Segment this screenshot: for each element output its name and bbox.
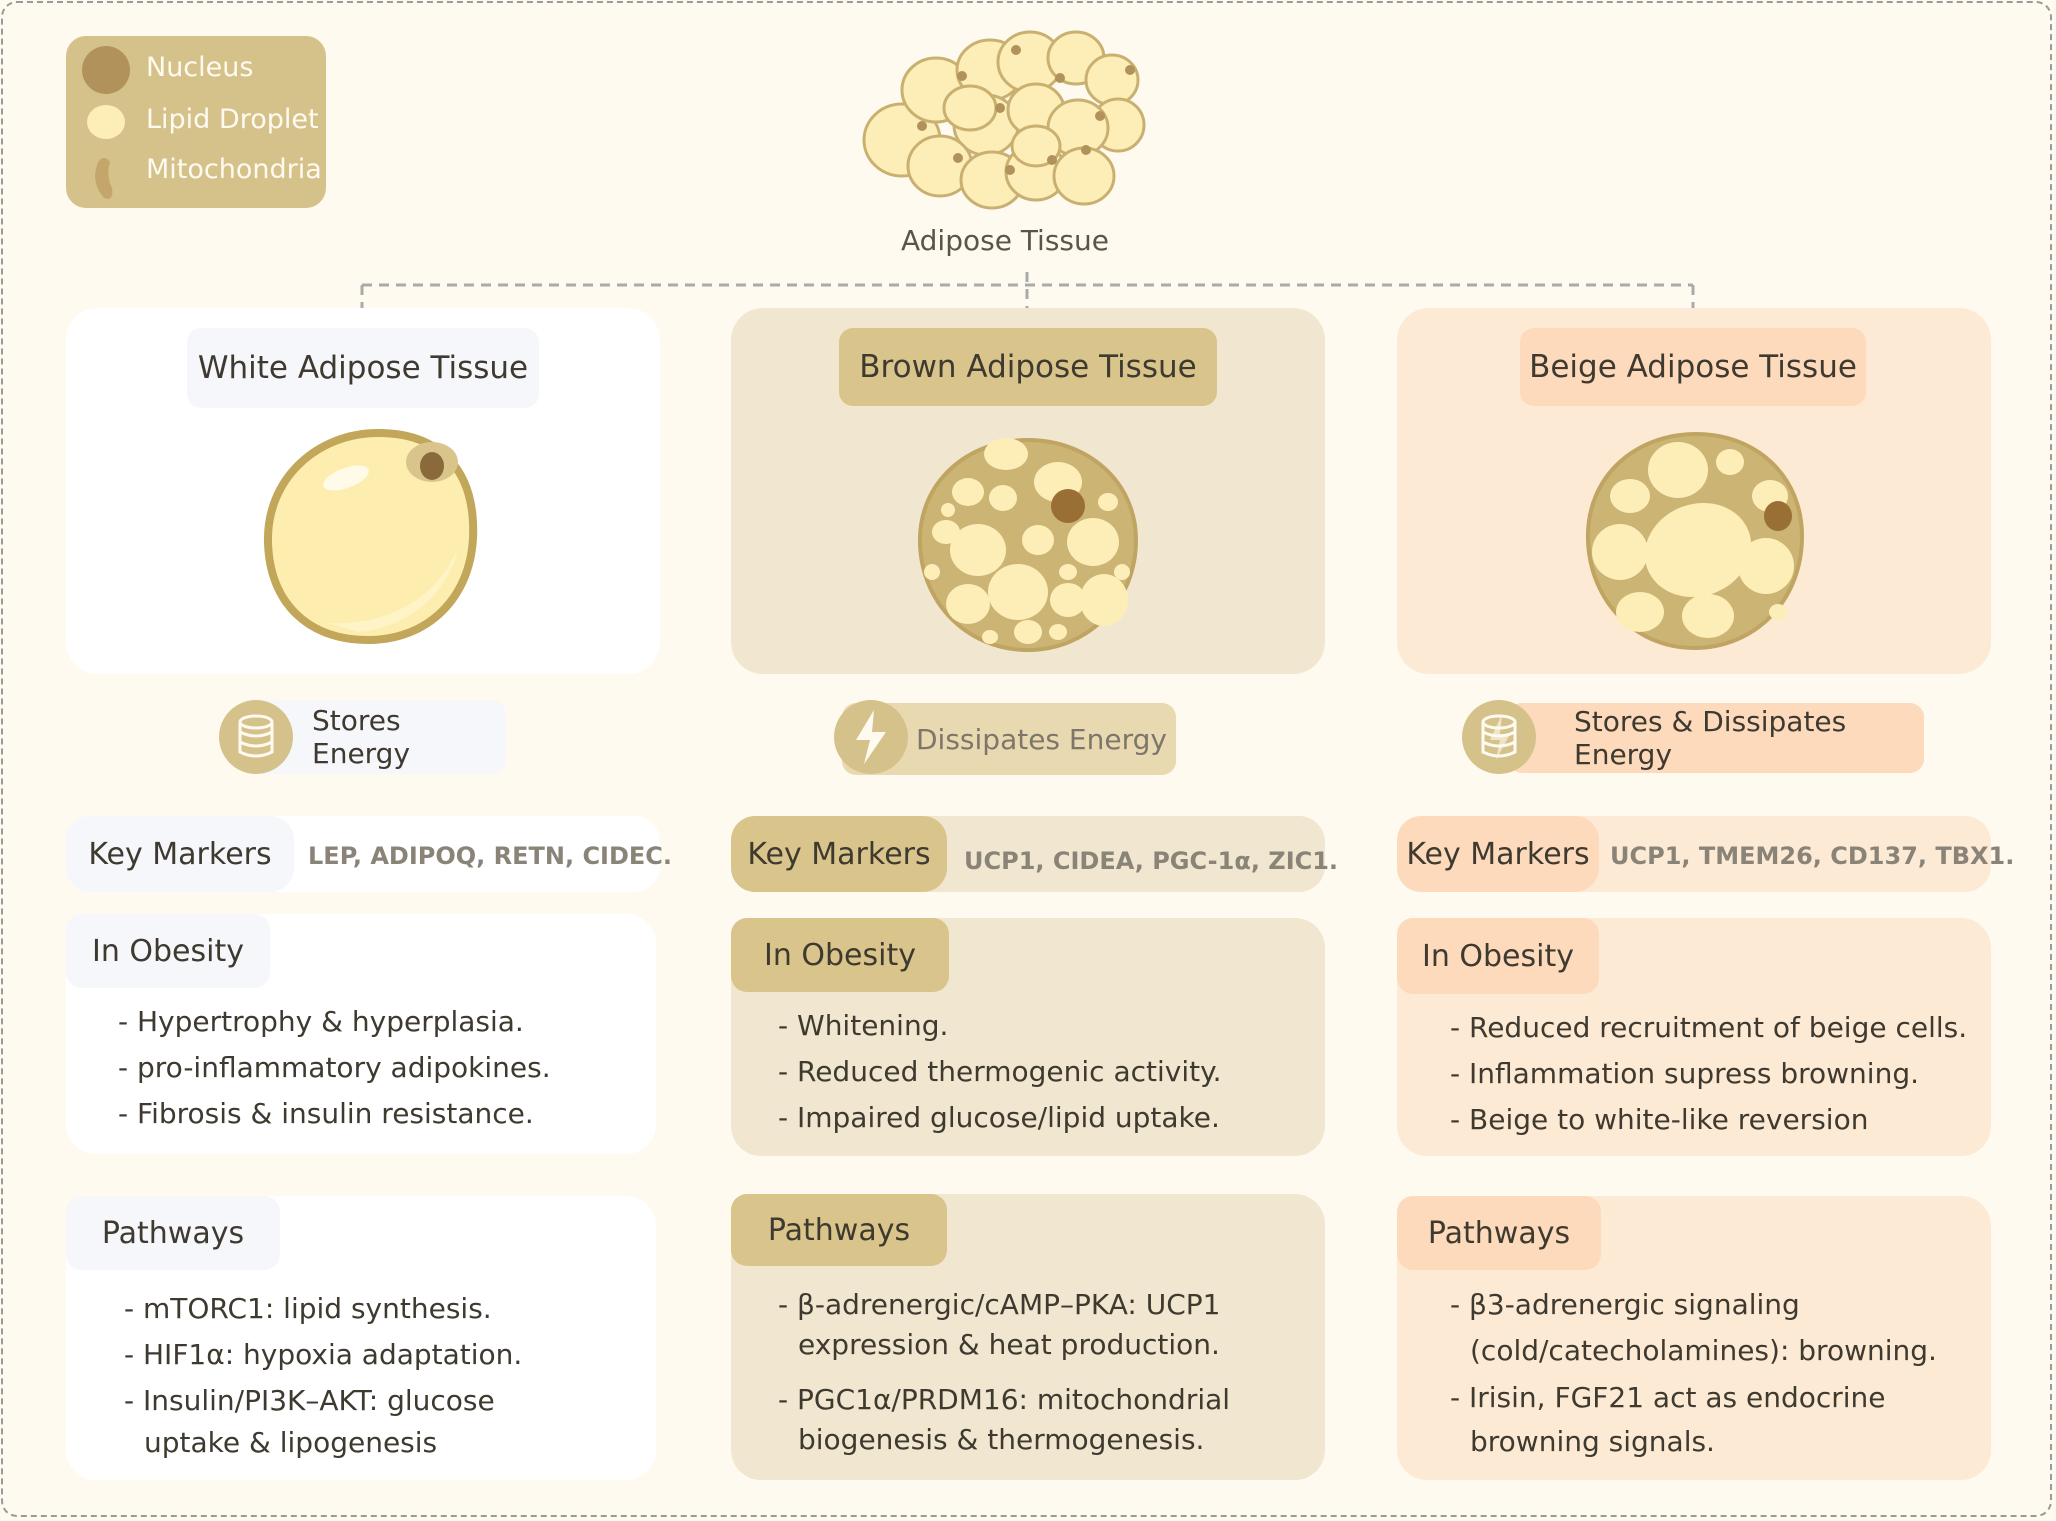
brown-markers-label: Key Markers	[731, 816, 947, 892]
brown-obesity-item: - Impaired glucose/lipid uptake.	[778, 1101, 1220, 1134]
brown-energy-badge	[834, 700, 908, 774]
adipose-tissue-illustration	[862, 30, 1146, 210]
beige-markers-label: Key Markers	[1397, 816, 1599, 892]
connector-lines	[352, 272, 1703, 329]
white-pathways-item: - mTORC1: lipid synthesis.	[124, 1292, 492, 1325]
brown-pathways-title: Pathways	[731, 1194, 947, 1266]
beige-markers-values: UCP1, TMEM26, CD137, TBX1.	[1610, 842, 2015, 870]
legend-icons	[82, 46, 130, 199]
white-markers-values: LEP, ADIPOQ, RETN, CIDEC.	[308, 842, 673, 870]
brown-pathways-item: - β-adrenergic/cAMP–PKA: UCP1	[778, 1288, 1221, 1321]
beige-pathways-item: - Irisin, FGF21 act as endocrine	[1450, 1381, 1886, 1414]
brown-pathways-item: biogenesis & thermogenesis.	[798, 1423, 1205, 1456]
white-obesity-item: - Hypertrophy & hyperplasia.	[118, 1005, 524, 1038]
brown-obesity-title: In Obesity	[731, 918, 949, 992]
brown-cell-illustration	[917, 437, 1139, 653]
white-obesity-item: - pro-inflammatory adipokines.	[118, 1051, 551, 1084]
legend: Nucleus Lipid Droplet Mitochondria	[66, 36, 326, 208]
beige-obesity-title: In Obesity	[1397, 918, 1599, 994]
beige-energy-pill: Stores & Dissipates Energy	[1508, 703, 1924, 773]
beige-pathways-title: Pathways	[1397, 1196, 1601, 1270]
brown-title: Brown Adipose Tissue	[839, 328, 1217, 406]
lipid-droplet-icon	[87, 105, 125, 139]
beige-obesity-item: - Beige to white-like reversion	[1450, 1103, 1869, 1136]
beige-title: Beige Adipose Tissue	[1520, 328, 1866, 406]
white-obesity-item: - Fibrosis & insulin resistance.	[118, 1097, 534, 1130]
mitochondria-icon	[95, 158, 113, 199]
beige-energy-badge	[1462, 700, 1536, 774]
white-title: White Adipose Tissue	[187, 328, 539, 408]
adipose-tissue-label: Adipose Tissue	[900, 224, 1109, 257]
nucleus-icon	[82, 46, 130, 94]
beige-obesity-item: - Inflammation supress browning.	[1450, 1057, 1919, 1090]
brown-obesity-item: - Whitening.	[778, 1009, 949, 1042]
beige-pathways-item: browning signals.	[1470, 1425, 1715, 1458]
beige-cell-illustration	[1585, 431, 1805, 651]
white-pathways-item: - HIF1α: hypoxia adaptation.	[124, 1338, 523, 1371]
white-pathways-item: uptake & lipogenesis	[144, 1426, 438, 1459]
white-pathways-item: - Insulin/PI3K–AKT: glucose	[124, 1384, 495, 1417]
lightning-icon	[856, 710, 886, 764]
white-obesity-title: In Obesity	[66, 914, 270, 988]
white-energy-badge	[219, 700, 293, 774]
white-cell-illustration	[263, 428, 478, 645]
legend-label-lipid-droplet: Lipid Droplet	[146, 104, 319, 135]
beige-pathways-item: (cold/catecholamines): browning.	[1470, 1334, 1937, 1367]
legend-label-mitochondria: Mitochondria	[146, 154, 322, 185]
database-lightning-icon	[1481, 714, 1517, 760]
beige-obesity-item: - Reduced recruitment of beige cells.	[1450, 1011, 1968, 1044]
white-markers-label: Key Markers	[66, 816, 294, 892]
brown-markers-values: UCP1, CIDEA, PGC-1α, ZIC1.	[964, 847, 1339, 875]
legend-label-nucleus: Nucleus	[146, 52, 254, 83]
database-icon	[238, 714, 274, 758]
white-pathways-title: Pathways	[66, 1196, 280, 1270]
brown-pathways-item: - PGC1α/PRDM16: mitochondrial	[778, 1383, 1231, 1416]
brown-obesity-item: - Reduced thermogenic activity.	[778, 1055, 1222, 1088]
brown-pathways-item: expression & heat production.	[798, 1328, 1220, 1361]
beige-pathways-item: - β3-adrenergic signaling	[1450, 1288, 1800, 1321]
